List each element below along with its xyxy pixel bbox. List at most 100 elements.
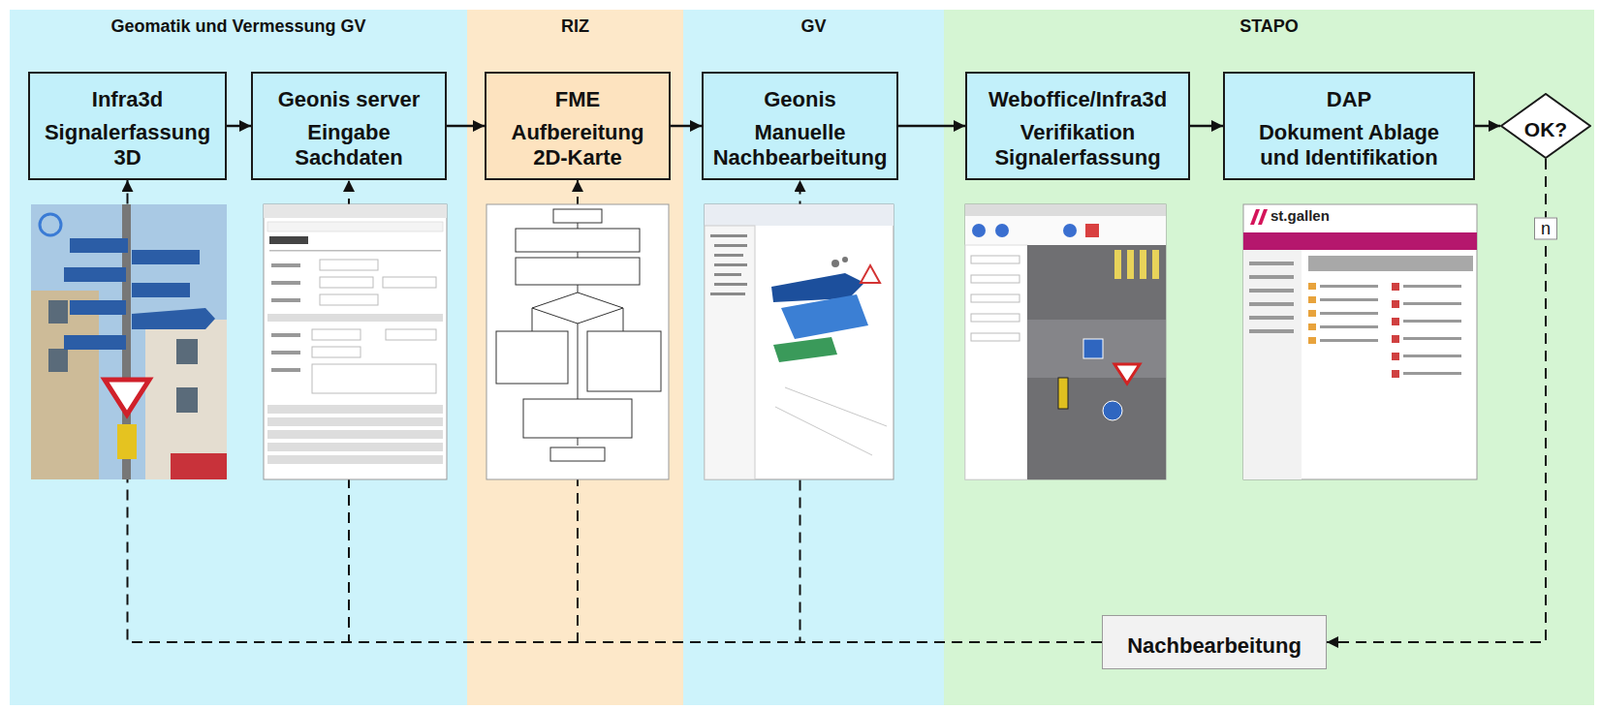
box-title: Geonis server: [278, 80, 421, 114]
map-zebra: [1139, 250, 1147, 280]
photo-infra3d: [31, 204, 227, 480]
flow-arrow: [670, 125, 702, 128]
box-title: OK?: [1524, 111, 1568, 142]
box-description: Aufbereitung 2D-Karte: [509, 113, 646, 173]
folder-icon: [1308, 310, 1317, 317]
screen-toolbar: [965, 216, 1166, 246]
screen-field: [319, 277, 374, 288]
screen-menu-line: [1249, 261, 1294, 266]
screen-field-label: [271, 350, 301, 355]
file-line: [1403, 354, 1462, 358]
photo-building: [31, 290, 99, 480]
photo-sign: [131, 282, 190, 298]
flow-arrow: [446, 125, 485, 128]
gis-sign: [773, 337, 838, 363]
screen-menu-line: [1249, 288, 1294, 293]
screen-icon: [1063, 223, 1077, 238]
photo-bus: [170, 453, 227, 480]
folder-line: [1319, 339, 1379, 343]
file-icon: [1391, 370, 1400, 378]
map-zebra: [1114, 250, 1122, 280]
screenshot-dms: [1243, 204, 1477, 480]
file-line: [1403, 372, 1462, 376]
box-title: Infra3d: [92, 80, 163, 114]
screen-field: [971, 255, 1020, 264]
screen-section: [267, 417, 443, 427]
gis-point: [842, 256, 848, 263]
folder-icon: [1308, 323, 1317, 331]
screen-titlebar: [263, 204, 447, 219]
photo-sign: [63, 335, 126, 350]
screen-menu-line: [1249, 275, 1294, 280]
screenshot-form: [263, 204, 447, 480]
map-zebra: [1127, 250, 1134, 280]
gis-line: [775, 407, 873, 456]
folder-line: [1319, 298, 1379, 302]
photo-window: [48, 300, 68, 324]
box-title: Weboffice/Infra3d: [988, 80, 1167, 114]
screen-urlbar: [267, 221, 443, 232]
file-icon: [1391, 335, 1400, 344]
box-description: Signalerfassung 3D: [42, 113, 213, 173]
screen-tree-line: [714, 253, 744, 257]
flow-box: [496, 331, 568, 384]
photo-box: [117, 424, 137, 460]
process-box: Infra3dSignalerfassung 3D: [28, 71, 227, 181]
box-description: Eingabe Sachdaten: [276, 113, 422, 173]
photo-window: [176, 387, 198, 413]
folder-icon: [1308, 337, 1317, 345]
screen-field: [971, 294, 1020, 303]
file-icon: [1391, 300, 1400, 309]
screen-toolbar: [704, 204, 894, 226]
process-box: DAPDokument Ablage und Identifikation: [1223, 71, 1475, 181]
screen-menu-line: [1249, 315, 1294, 320]
flow-box: [515, 228, 640, 252]
screen-tabbar: [965, 204, 1166, 217]
process-box: FMEAufbereitung 2D-Karte: [484, 71, 671, 181]
screen-tree-line: [714, 244, 748, 248]
screen-frame: [1243, 204, 1477, 480]
screen-icon: [972, 223, 986, 238]
screen-field-label: [271, 298, 301, 303]
lane-heading: GV: [683, 9, 944, 37]
screen-field: [312, 346, 361, 358]
screen-panel: [1243, 250, 1302, 480]
photo-window: [48, 348, 68, 373]
screen-field: [319, 259, 378, 271]
map-zebra: [1152, 250, 1160, 280]
screenshot-flowchart: [486, 204, 669, 480]
file-icon: [1391, 282, 1400, 291]
screen-field: [971, 333, 1020, 342]
flow-diamond: [532, 292, 624, 324]
flow-arrow: [1190, 125, 1224, 128]
screen-menu-line: [1249, 329, 1294, 334]
screen-section: [267, 313, 443, 322]
folder-line: [1319, 325, 1379, 329]
lane-heading: Geomatik und Vermessung GV: [9, 9, 468, 37]
screen-frame: [486, 204, 669, 480]
screen-frame: [263, 204, 447, 480]
process-box: Weboffice/Infra3dVerifikation Signalerfa…: [965, 71, 1191, 181]
box-title: Geonis: [763, 80, 837, 114]
diamond-shape: [1501, 94, 1591, 158]
flow-line: [532, 308, 534, 332]
photo-sign: [63, 267, 126, 283]
box-description: Dokument Ablage und Identifikation: [1256, 113, 1442, 173]
rework-connector: [127, 180, 1103, 643]
flow-box: [587, 331, 661, 392]
screen-icon: [1085, 223, 1099, 238]
process-box: Geonis serverEingabe Sachdaten: [250, 71, 447, 181]
file-line: [1403, 302, 1462, 306]
screen-field: [971, 275, 1020, 283]
box-title: Nachbearbeitung: [1127, 627, 1302, 659]
box-title: FME: [555, 80, 600, 114]
photo-sign: [69, 238, 128, 253]
screen-menu-line: [1249, 302, 1294, 307]
box-title: DAP: [1326, 80, 1372, 114]
flow-arrow: [226, 125, 251, 128]
file-line: [1403, 337, 1462, 341]
screen-tree-line: [714, 263, 748, 267]
screen-panel: [965, 245, 1028, 480]
box-description: Verifikation Signalerfassung: [974, 113, 1181, 173]
